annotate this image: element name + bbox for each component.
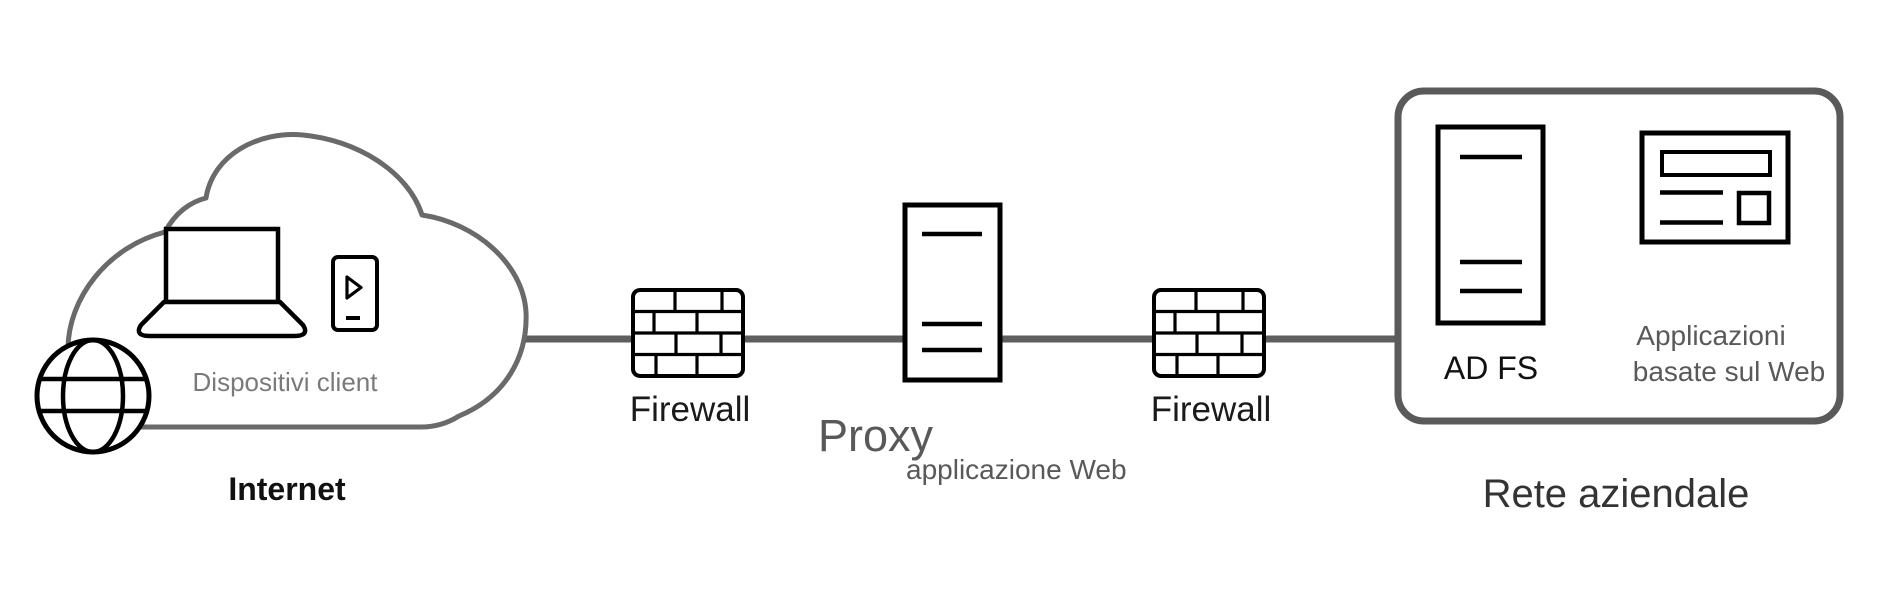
proxy-label-secondary: applicazione Web bbox=[906, 454, 1127, 485]
adfs-label: AD FS bbox=[1444, 350, 1538, 386]
laptop-icon bbox=[136, 226, 308, 339]
phone-icon bbox=[331, 255, 379, 332]
internet-cloud-shape bbox=[65, 132, 529, 430]
play-icon bbox=[345, 275, 363, 300]
firewall-right-icon bbox=[1152, 288, 1266, 378]
corporate-network-caption: Rete aziendale bbox=[1483, 472, 1750, 516]
firewall-left-icon bbox=[631, 288, 745, 378]
client-devices-label: Dispositivi client bbox=[193, 367, 379, 397]
globe-icon bbox=[34, 337, 152, 455]
web-apps-label-line1: Applicazioni bbox=[1636, 320, 1785, 351]
proxy-server-icon bbox=[902, 202, 1003, 383]
adfs-server-icon bbox=[1435, 124, 1546, 326]
firewall-right-label: Firewall bbox=[1151, 390, 1272, 429]
firewall-left-label: Firewall bbox=[630, 390, 751, 429]
web-apps-icon bbox=[1639, 130, 1791, 245]
web-apps-label-line2: basate sul Web bbox=[1633, 356, 1826, 387]
proxy-label-primary: Proxy bbox=[818, 410, 934, 461]
internet-caption: Internet bbox=[228, 471, 346, 507]
